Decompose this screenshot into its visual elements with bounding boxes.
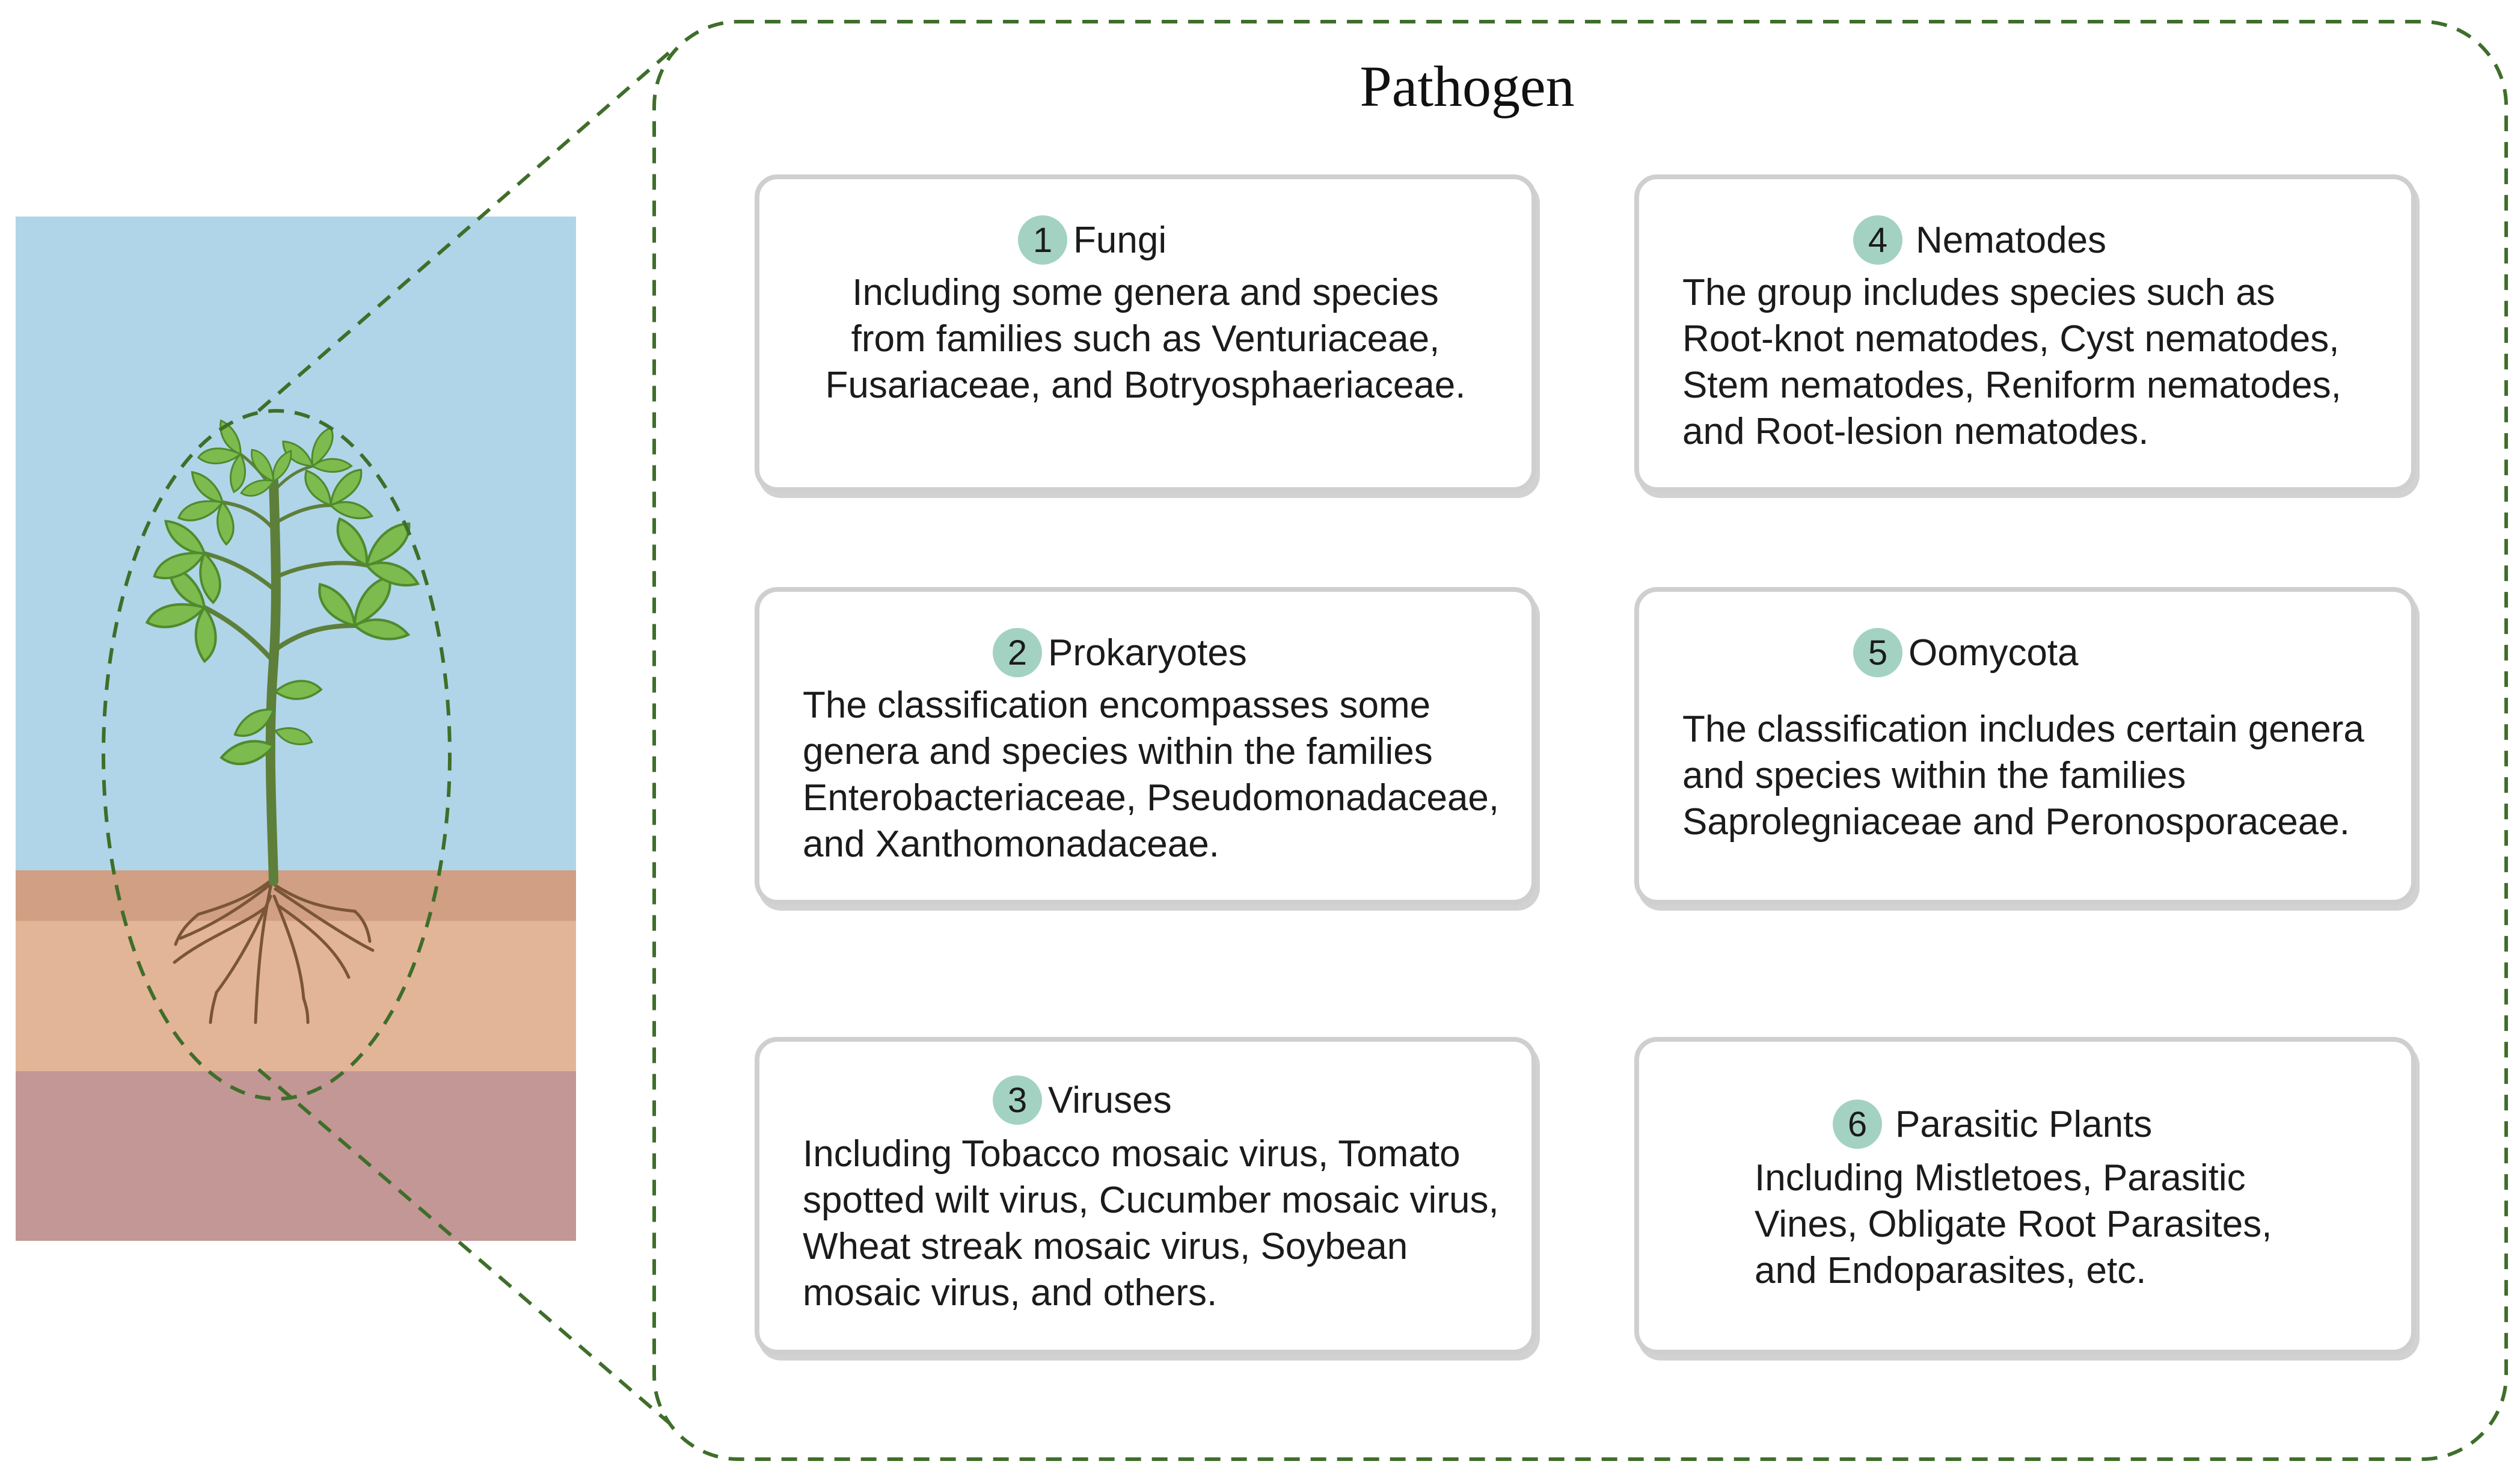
card-header: 2 Prokaryotes	[993, 628, 1247, 677]
card-heading: Parasitic Plants	[1895, 1103, 2153, 1145]
description-line: Wheat streak mosaic virus, Soybean	[803, 1226, 1408, 1267]
card-prokaryotes: 2 Prokaryotes The classification encompa…	[755, 587, 1536, 905]
description-line: mosaic virus, and others.	[803, 1272, 1218, 1314]
card-heading: Prokaryotes	[1048, 632, 1247, 674]
subsoil-layer	[16, 921, 576, 1071]
pathogen-panel-frame	[652, 20, 2508, 1461]
card-description: Including Mistletoes, Parasitic Vines, O…	[1755, 1155, 2272, 1294]
card-fungi: 1 Fungi Including some genera and specie…	[755, 174, 1536, 492]
number-badge: 4	[1853, 215, 1902, 265]
card-header: 6 Parasitic Plants	[1833, 1099, 2152, 1149]
description-line: The classification encompasses some	[803, 684, 1431, 726]
card-description: Including Tobacco mosaic virus, Tomato s…	[803, 1131, 1499, 1316]
number-badge: 3	[993, 1075, 1042, 1125]
card-heading: Fungi	[1073, 219, 1167, 261]
card-header: 5 Oomycota	[1853, 628, 2079, 677]
connector-line-bottom	[257, 1068, 670, 1424]
description-line: and Endoparasites, etc.	[1755, 1250, 2147, 1291]
card-description: The group includes species such as Root-…	[1682, 269, 2341, 455]
description-line: genera and species within the families	[803, 731, 1433, 772]
card-header: 1 Fungi	[1018, 215, 1166, 265]
plant-stem	[202, 452, 369, 886]
number-badge: 2	[993, 628, 1042, 677]
description-line: Enterobacteriaceae, Pseudomonadaceae,	[803, 777, 1500, 819]
card-heading: Viruses	[1048, 1079, 1172, 1121]
card-nematodes: 4 Nematodes The group includes species s…	[1634, 174, 2416, 492]
sky-layer	[16, 217, 576, 870]
zoom-ellipse	[102, 409, 452, 1101]
card-viruses: 3 Viruses Including Tobacco mosaic virus…	[755, 1037, 1536, 1355]
card-heading: Oomycota	[1908, 632, 2079, 674]
card-description: Including some genera and species from f…	[759, 269, 1531, 408]
card-parasitic-plants: 6 Parasitic Plants Including Mistletoes,…	[1634, 1037, 2416, 1355]
description-line: Fusariaceae, and Botryosphaeriaceae.	[825, 364, 1466, 406]
description-line: Root-knot nematodes, Cyst nematodes,	[1682, 318, 2340, 360]
description-line: The classification includes certain gene…	[1682, 709, 2364, 750]
description-line: from families such as Venturiaceae,	[851, 318, 1440, 360]
description-line: and Xanthomonadaceae.	[803, 823, 1219, 865]
description-line: The group includes species such as	[1682, 272, 2275, 313]
description-line: Including some genera and species	[852, 272, 1439, 313]
description-line: Including Mistletoes, Parasitic	[1755, 1157, 2246, 1199]
plant-scene	[16, 217, 576, 1241]
deep-soil-layer	[16, 1071, 576, 1241]
card-header: 3 Viruses	[993, 1075, 1172, 1125]
card-heading: Nematodes	[1916, 219, 2107, 261]
number-badge: 6	[1833, 1099, 1882, 1149]
number-badge: 5	[1853, 628, 1902, 677]
plant-roots	[173, 876, 375, 1024]
description-line: spotted wilt virus, Cucumber mosaic viru…	[803, 1179, 1499, 1221]
description-line: Including Tobacco mosaic virus, Tomato	[803, 1133, 1461, 1175]
card-header: 4 Nematodes	[1853, 215, 2106, 265]
description-line: and species within the families	[1682, 755, 2186, 796]
connector-line-top	[257, 51, 670, 413]
card-description: The classification encompasses some gene…	[803, 682, 1499, 867]
panel-title: Pathogen	[1360, 54, 1575, 118]
card-description: The classification includes certain gene…	[1682, 706, 2364, 845]
description-line: Stem nematodes, Reniform nematodes,	[1682, 364, 2341, 406]
number-badge: 1	[1018, 215, 1067, 265]
description-line: Saprolegniaceae and Peronosporaceae.	[1682, 801, 2350, 843]
description-line: Vines, Obligate Root Parasites,	[1755, 1204, 2272, 1245]
card-oomycota: 5 Oomycota The classification includes c…	[1634, 587, 2416, 905]
description-line: and Root-lesion nematodes.	[1682, 411, 2149, 452]
zoom-connector	[102, 20, 2508, 1461]
